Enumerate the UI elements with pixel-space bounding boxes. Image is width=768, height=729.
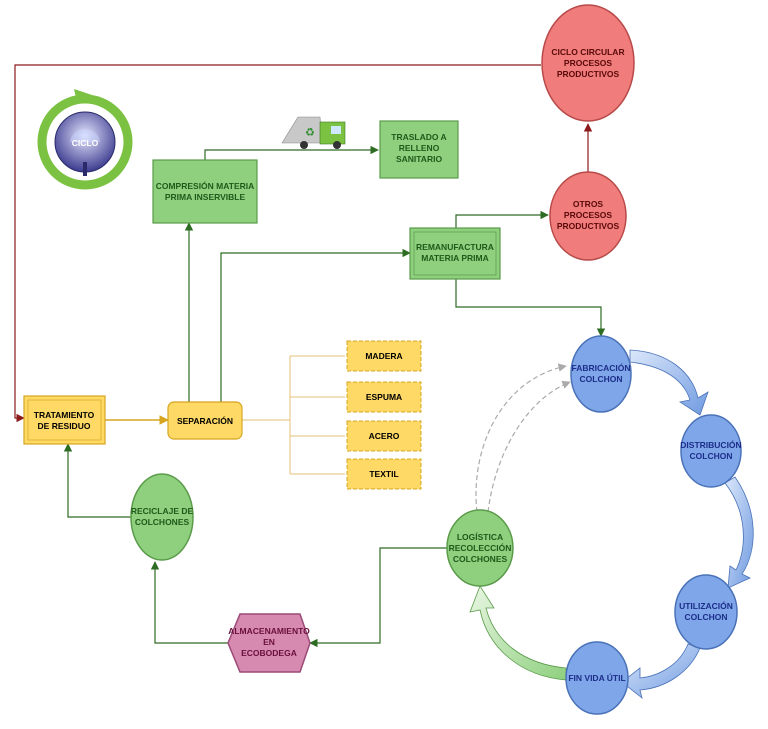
node-remanufactura-inner [413, 231, 497, 276]
label-line: COMPRESIÓN MATERIA [156, 180, 255, 191]
label-line: EN [263, 637, 275, 647]
label-otros-procesos: OTROS PROCESOS PRODUCTIVOS [557, 199, 620, 231]
label-line: SANITARIO [396, 154, 443, 164]
connector-remanufactura-to-fabricacion [455, 279, 606, 337]
node-madera-shape [346, 340, 422, 372]
logo-text: CICLO [72, 138, 99, 148]
node-espuma-shape [346, 381, 422, 413]
cycle-arrow-fabricacion-to-distribucion [629, 349, 709, 416]
node-separacion-shape [167, 401, 243, 440]
label-finvida: FIN VIDA ÚTIL [568, 672, 625, 683]
label-line: ECOBODEGA [241, 648, 297, 658]
label-line: LOGÍSTICA [457, 532, 503, 542]
label-line: RECICLAJE DE [131, 506, 194, 516]
node-textil-shape [346, 458, 422, 490]
node-reciclaje-shape [130, 473, 194, 561]
garbage-truck-icon: ♻ [281, 116, 346, 149]
connector-almacenamiento-to-reciclaje [150, 561, 228, 644]
connector-reciclaje-to-tratamiento [63, 443, 131, 518]
label-line: COLCHON [685, 612, 728, 622]
label-acero: ACERO [369, 431, 400, 441]
label-line: PROCESOS [564, 210, 613, 220]
label-textil: TEXTIL [369, 469, 398, 479]
label-line: ALMACENAMIENTO [228, 626, 310, 636]
label-line: PROCESOS [564, 58, 613, 68]
connector-ciclo-to-tratamiento [14, 64, 541, 423]
node-compresion-shape [152, 159, 258, 224]
connector-separacion-to-materials [242, 355, 345, 475]
label-tratamiento: TRATAMIENTO DE RESIDUO [34, 410, 95, 431]
svg-text:♻: ♻ [305, 126, 315, 139]
label-almacenamiento: ALMACENAMIENTO EN ECOBODEGA [228, 626, 310, 658]
label-utilizacion: UTILIZACIÓN COLCHON [679, 600, 733, 622]
cycle-arrow-utilizacion-to-finvida [621, 643, 701, 700]
node-finvida-shape [565, 641, 629, 715]
label-line: RECOLECCIÓN [449, 542, 512, 553]
node-otros-procesos-shape [549, 171, 627, 261]
connector-logistica-to-fabricacion-a [475, 363, 567, 513]
node-almacenamiento-shape [227, 613, 311, 673]
label-line: PRIMA INSERVIBLE [165, 192, 246, 202]
label-compresion: COMPRESIÓN MATERIA PRIMA INSERVIBLE [156, 180, 255, 202]
label-traslado: TRASLADO A RELLENO SANITARIO [391, 132, 446, 164]
label-line: RELLENO [399, 143, 440, 153]
label-ciclo-circular: CICLO CIRCULAR PROCESOS PRODUCTIVOS [551, 47, 624, 79]
node-tratamiento-inner [27, 399, 102, 441]
label-madera: MADERA [365, 351, 402, 361]
label-line: UTILIZACIÓN [679, 600, 733, 611]
label-line: DISTRIBUCIÓN [680, 439, 741, 450]
label-line: REMANUFACTURA [416, 242, 494, 252]
label-remanufactura: REMANUFACTURA MATERIA PRIMA [416, 242, 494, 263]
label-reciclaje: RECICLAJE DE COLCHONES [131, 506, 194, 527]
node-distribucion-shape [680, 414, 742, 488]
label-distribucion: DISTRIBUCIÓN COLCHON [680, 439, 741, 461]
label-separacion: SEPARACIÓN [177, 415, 233, 426]
label-logistica: LOGÍSTICA RECOLECCIÓN COLCHONES [449, 532, 512, 564]
node-traslado-shape [379, 120, 459, 179]
label-line: OTROS [573, 199, 604, 209]
cycle-arrow-finvida-to-logistica [469, 585, 567, 681]
node-remanufactura-shape [409, 227, 501, 280]
label-line: FABRICACIÓN [571, 362, 630, 373]
label-line: COLCHON [690, 451, 733, 461]
node-fabricacion-shape [570, 335, 632, 413]
node-tratamiento-shape [23, 395, 106, 445]
connector-logistica-to-fabricacion-b [487, 380, 571, 513]
label-line: PRODUCTIVOS [557, 221, 620, 231]
label-line: COLCHONES [453, 554, 508, 564]
node-logistica-shape [446, 509, 514, 587]
label-line: COLCHONES [135, 517, 190, 527]
label-line: DE RESIDUO [38, 421, 91, 431]
label-espuma: ESPUMA [366, 392, 402, 402]
connector-logistica-to-almacenamiento [309, 547, 447, 648]
connector-remanufactura-to-otros [455, 210, 549, 228]
label-line: COLCHON [580, 374, 623, 384]
node-acero-shape [346, 420, 422, 452]
cycle-arrow-distribucion-to-utilizacion [724, 476, 754, 589]
label-line: PRODUCTIVOS [557, 69, 620, 79]
label-line: TRASLADO A [391, 132, 446, 142]
node-ciclo-circular-shape [541, 4, 635, 122]
connector-compresion-to-traslado [204, 145, 379, 160]
node-utilizacion-shape [674, 574, 738, 650]
recycle-cycle-icon: CICLO [37, 89, 133, 190]
connector-separacion-to-remanufactura [220, 248, 411, 402]
label-line: TRATAMIENTO [34, 410, 95, 420]
label-line: MATERIA PRIMA [421, 253, 489, 263]
label-fabricacion: FABRICACIÓN COLCHON [571, 362, 630, 384]
label-line: CICLO CIRCULAR [551, 47, 624, 57]
